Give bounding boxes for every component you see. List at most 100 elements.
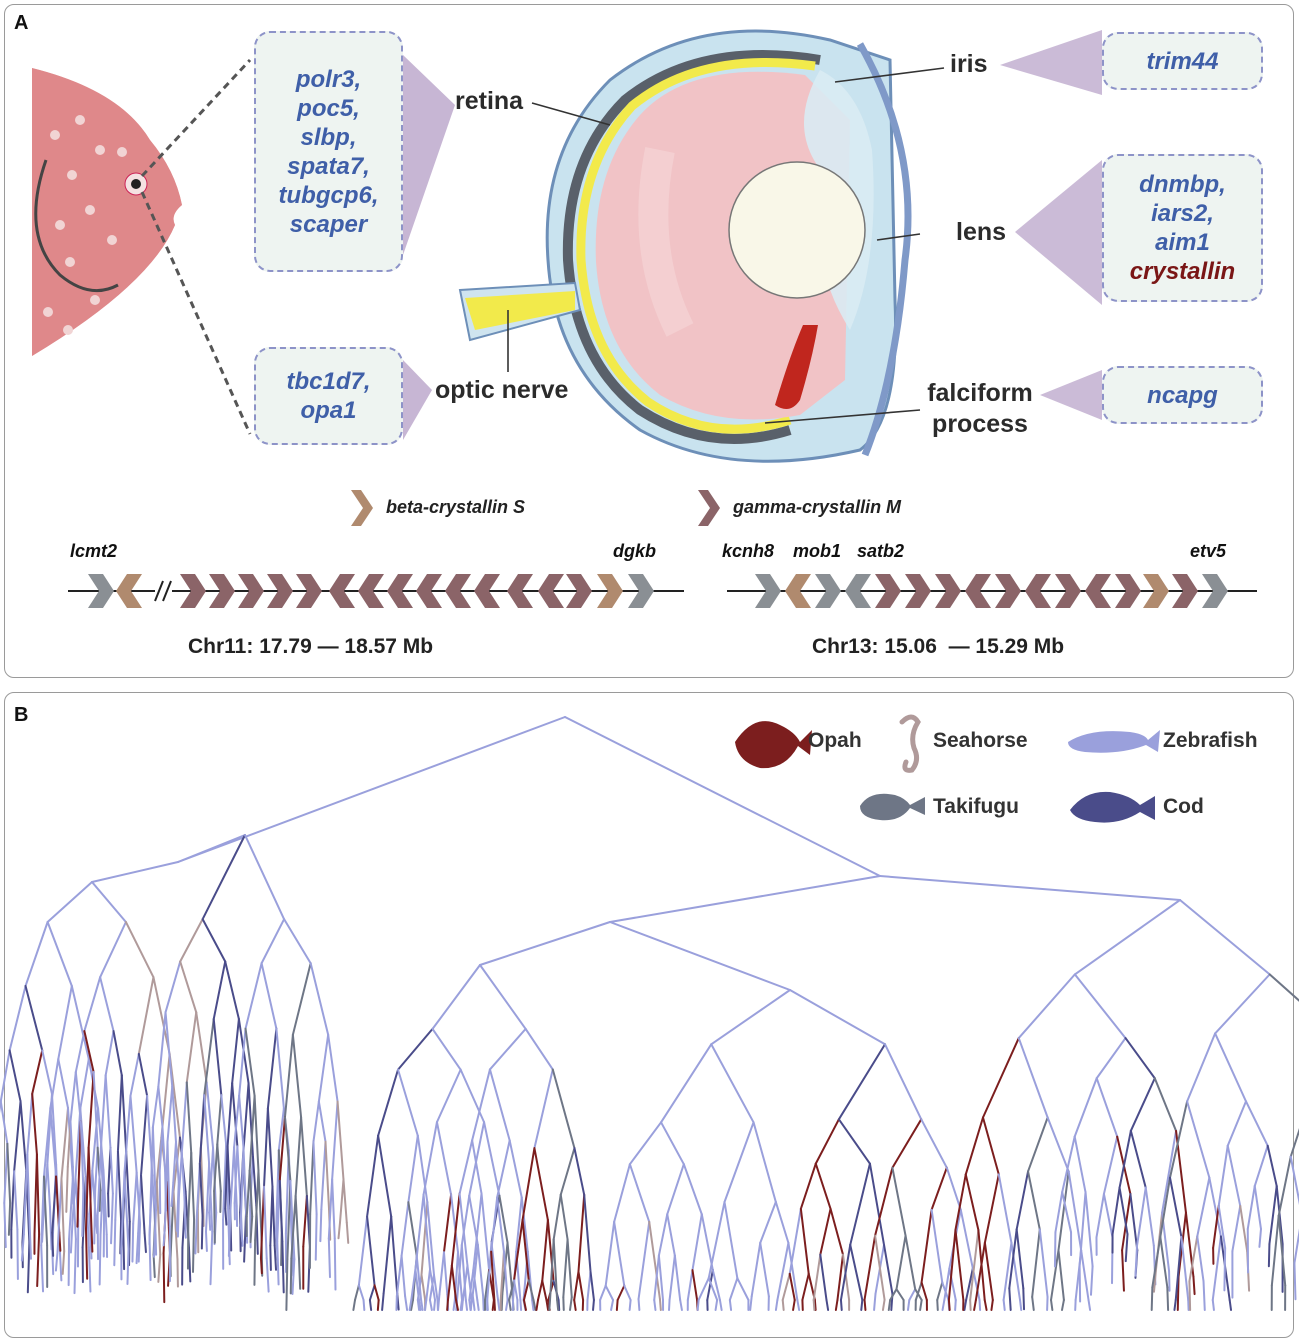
tree-branch (297, 1257, 302, 1290)
tree-branch (483, 1121, 501, 1197)
tree-branch (208, 1146, 215, 1214)
tree-branch (407, 1134, 419, 1204)
tree-branch (502, 1250, 509, 1301)
tree-branch (233, 1094, 241, 1149)
tree-branch (1073, 973, 1127, 1040)
tree-branch (891, 1118, 923, 1169)
tree-branch (294, 1195, 300, 1260)
tree-branch (613, 1220, 626, 1287)
tree-branch (110, 1192, 114, 1245)
tree-branch (943, 1267, 951, 1301)
tree-branch (1057, 1249, 1065, 1301)
tree-branch (3, 1201, 7, 1249)
tree-branch (954, 1299, 957, 1311)
tree-branch (981, 1116, 1000, 1176)
tree-branch (83, 976, 102, 1033)
tree-branch (930, 1208, 944, 1284)
tree-branch (577, 1270, 585, 1301)
tree-branch (936, 1281, 944, 1301)
tree-branch (58, 1231, 62, 1252)
falciform-gene-box: ncapg (1102, 366, 1263, 424)
tree-branch (566, 1238, 573, 1299)
tree-branch (919, 1299, 923, 1311)
tree-branch (552, 1238, 559, 1301)
tree-branch (327, 1237, 331, 1279)
tree-branch (781, 1272, 791, 1301)
tree-branch (728, 1299, 733, 1311)
gamma-crystallin-legend-marker (698, 490, 720, 526)
species-label-seahorse: Seahorse (933, 729, 1028, 752)
tree-branch (224, 1207, 228, 1226)
tree-branch (162, 1225, 166, 1247)
iris-gene-box: trim44 (1102, 32, 1263, 90)
tree-branch (92, 1071, 99, 1149)
tree-branch (486, 1250, 493, 1301)
tree-branch (91, 861, 179, 883)
tree-branch (179, 918, 204, 963)
tree-branch (1211, 1235, 1222, 1301)
tree-branch (198, 1094, 206, 1165)
species-label-takifugu: Takifugu (933, 795, 1019, 818)
tree-branch (1266, 1144, 1278, 1188)
tree-branch (482, 1294, 485, 1311)
tree-branch (414, 1193, 425, 1271)
tree-branch (711, 1269, 721, 1301)
tree-branch (1134, 1244, 1139, 1277)
panel-b-label: B (14, 704, 29, 726)
tree-branch (936, 1299, 939, 1311)
tree-branch (10, 1170, 16, 1231)
tree-branch (1217, 1204, 1227, 1249)
tree-branch (577, 1193, 586, 1273)
tree-branch (120, 1171, 126, 1250)
tree-branch (16, 1228, 19, 1280)
tree-branch (458, 1192, 469, 1267)
tree-branch (200, 1215, 204, 1250)
tree-branch (275, 1027, 285, 1110)
tree-branch (87, 1071, 95, 1149)
tree-branch (520, 1196, 529, 1253)
tree-branch (964, 1173, 980, 1231)
tree-branch (120, 1074, 128, 1153)
zebrafish-icon (1068, 730, 1160, 753)
tree-branch (1246, 1185, 1256, 1231)
tree-branch (819, 1253, 828, 1301)
tree-branch (1118, 1186, 1129, 1236)
tree-branch (573, 1299, 577, 1311)
tree-branch (615, 1299, 619, 1311)
tree-branch (1196, 1235, 1205, 1283)
tree-branch (749, 1295, 753, 1311)
tree-branch (231, 1082, 239, 1148)
tree-branch (1258, 1228, 1262, 1248)
tree-branch (658, 1298, 662, 1311)
tree-branch (868, 1162, 886, 1246)
tree-branch (48, 1205, 53, 1251)
lens-label: lens (956, 218, 1007, 246)
tree-branch (819, 1207, 832, 1256)
tree-branch (422, 1193, 432, 1271)
gene-chevron (845, 574, 871, 608)
tree-branch (414, 1268, 420, 1301)
tree-branch (569, 1296, 573, 1311)
tree-branch (648, 1220, 661, 1301)
tree-branch (813, 1299, 817, 1311)
tree-branch (990, 1299, 994, 1311)
tree-branch (653, 1299, 657, 1311)
tree-branch (294, 1116, 303, 1198)
tree-branch (236, 1145, 242, 1205)
tree-branch (464, 1299, 469, 1311)
tree-branch (551, 1068, 576, 1150)
tree-branch (309, 962, 330, 1036)
tree-branch (366, 1134, 380, 1218)
tree-branch (69, 1071, 77, 1123)
tree-branch (1151, 1235, 1162, 1289)
gene-iars2: iars2, (1151, 200, 1214, 227)
tree-branch (26, 1092, 34, 1156)
tree-branch (99, 976, 115, 1033)
tree-branch (60, 1177, 66, 1253)
tree-branch (1150, 1286, 1154, 1311)
tree-branch (336, 1100, 345, 1181)
tree-branch (1173, 1299, 1177, 1311)
tree-branch (56, 1177, 63, 1253)
tree-branch (906, 1299, 911, 1311)
tree-branch (545, 1299, 550, 1311)
